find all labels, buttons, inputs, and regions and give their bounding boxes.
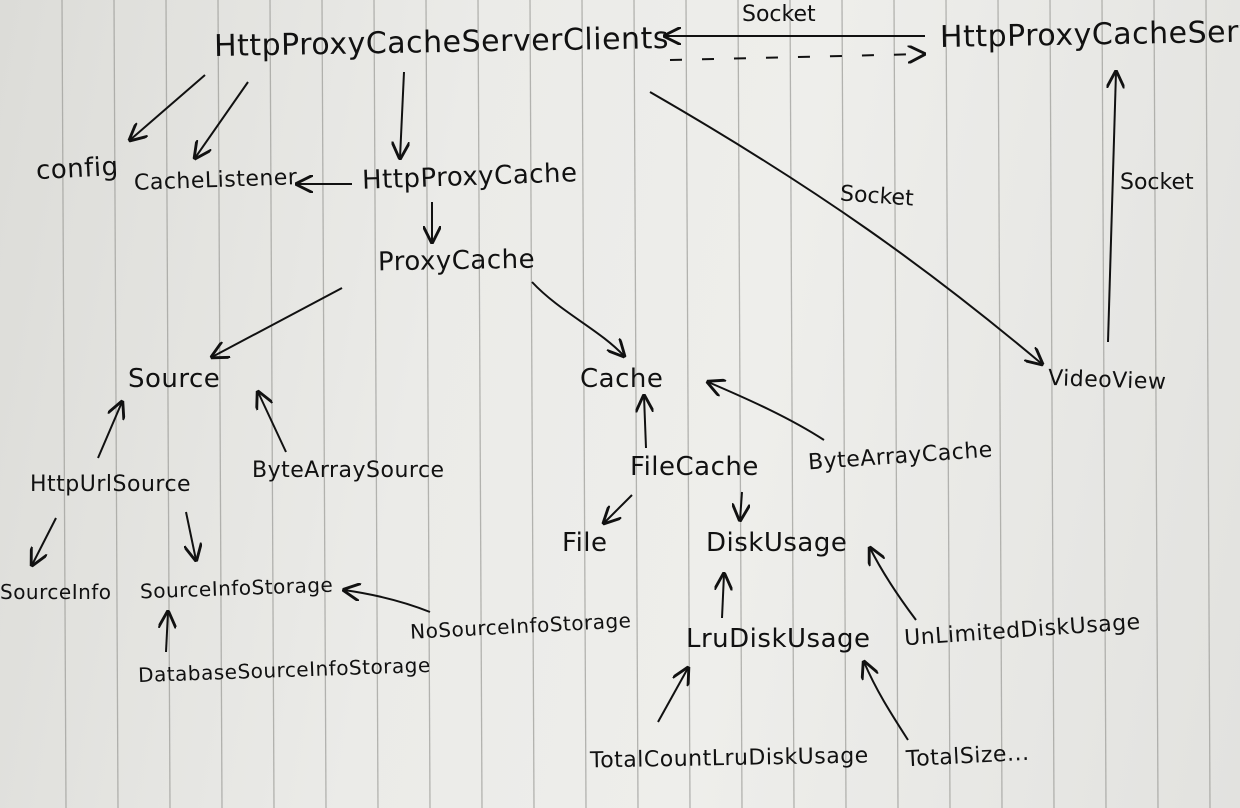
edge-httpurlsource-sourceinfo — [32, 517, 57, 565]
label-socket-top: Socket — [742, 2, 816, 27]
edge-filecache-diskusage — [740, 491, 742, 520]
node-httpurlsource: HttpUrlSource — [30, 472, 192, 497]
node-lrudiskusage: LruDiskUsage — [686, 624, 871, 654]
rule-line — [1153, 0, 1159, 808]
edge-totalsize-lrudiskusage — [864, 662, 909, 741]
rule-line — [217, 0, 223, 808]
rule-line — [1049, 0, 1055, 808]
node-diskusage: DiskUsage — [706, 528, 848, 558]
edge-filecache-file — [604, 494, 633, 523]
node-totalcountlrudiskusage: TotalCountLruDiskUsage — [589, 743, 869, 774]
rule-line — [997, 0, 1003, 808]
edge-httpurlsource-source — [97, 402, 122, 459]
edge-proxycache-source — [212, 287, 343, 357]
rule-line — [1101, 0, 1107, 808]
node-cache: Cache — [580, 364, 664, 394]
label-socket-right: Socket — [1120, 170, 1194, 195]
rule-line — [1205, 0, 1211, 808]
node-config: config — [35, 151, 120, 187]
rule-line — [61, 0, 67, 808]
node-bytearraysource: ByteArraySource — [252, 458, 445, 483]
edge-proxycache-cache — [531, 281, 624, 356]
node-videoview: VideoView — [1047, 365, 1167, 396]
rule-line — [477, 0, 483, 808]
rule-line — [841, 0, 847, 808]
rule-line — [165, 0, 171, 808]
edge-clients-videoview — [649, 91, 1042, 364]
edge-clients-cachelistener — [195, 81, 249, 158]
rule-line — [529, 0, 535, 808]
edge-bytearraycache-cache — [708, 382, 825, 441]
rule-line — [373, 0, 379, 808]
edge-filecache-cache — [644, 396, 646, 449]
rule-line — [737, 0, 743, 808]
edge-bytearraysource-source — [258, 392, 287, 453]
node-proxycache: ProxyCache — [377, 244, 536, 278]
rule-line — [425, 0, 431, 808]
rule-line — [581, 0, 587, 808]
node-file: File — [562, 528, 608, 558]
edge-databasesourceinfostorage-sourceinfostorage — [166, 612, 168, 653]
label-socket-diagonal: Socket — [839, 181, 915, 212]
rule-line — [789, 0, 795, 808]
edge-videoview-server — [1108, 72, 1116, 343]
node-sourceinfostorage: SourceInfoStorage — [139, 572, 334, 604]
node-source: Source — [128, 364, 221, 394]
edge-clients-httpproxycache — [400, 71, 404, 158]
edge-httpurlsource-sourceinfostorage — [186, 511, 196, 560]
rule-line — [893, 0, 899, 808]
edge-unlimiteddiskusage-diskusage — [870, 548, 917, 621]
edge-lrudiskusage-diskusage — [722, 574, 724, 619]
edge-clients-config — [130, 74, 206, 140]
edge-socket-top-dashed — [669, 54, 924, 60]
node-filecache: FileCache — [630, 452, 759, 482]
node-cachelistener: CacheListener — [133, 165, 298, 196]
rule-line — [945, 0, 951, 808]
node-httpproxycache: HttpProxyCache — [361, 158, 578, 196]
node-httpproxycacheserver: HttpProxyCacheServer — [939, 13, 1240, 56]
edge-nosourceinfostorage-sourceinfostorage — [344, 590, 431, 613]
edge-totalcount-lrudiskusage — [657, 668, 688, 723]
node-sourceinfo: SourceInfo — [0, 580, 112, 604]
node-httpproxycacheserverclients: HttpProxyCacheServerClients — [213, 21, 670, 64]
rule-line — [321, 0, 327, 808]
